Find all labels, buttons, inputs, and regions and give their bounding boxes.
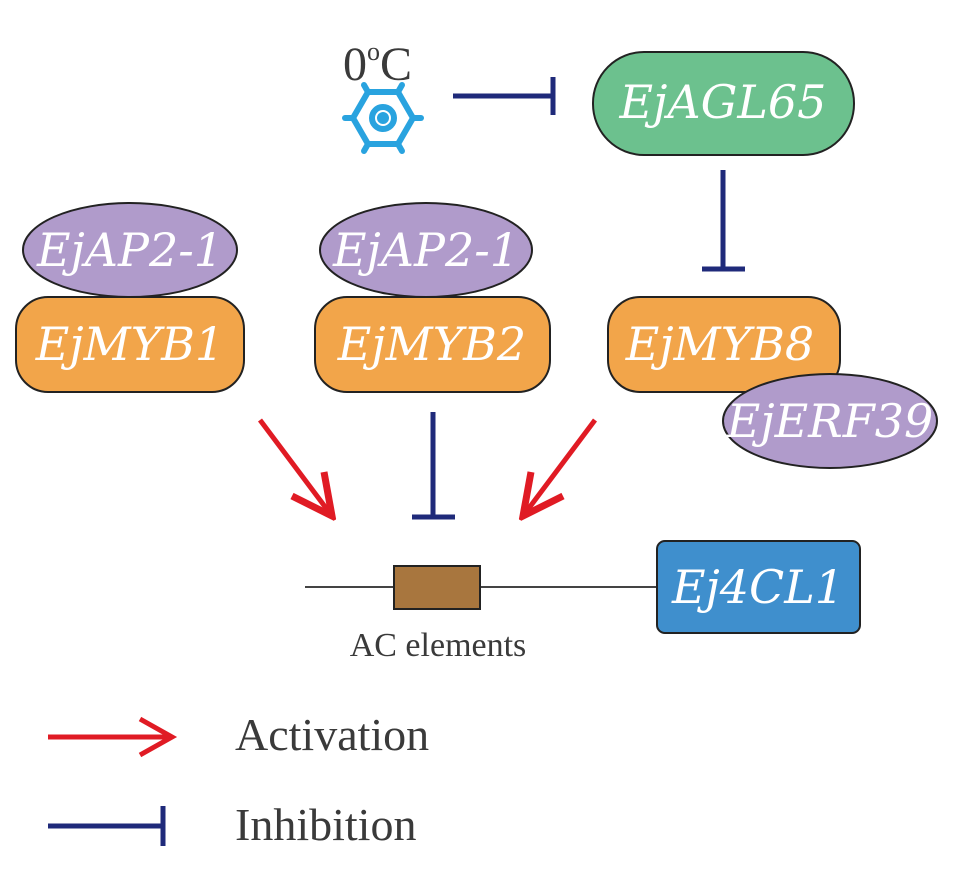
node-ap2-mid: EjAP2-1 [319,202,533,298]
inhibition-cold-agl65 [453,77,556,115]
node-agl65: EjAGL65 [592,51,855,156]
node-erf39-label: EjERF39 [726,394,934,448]
legend-inhibition-label: Inhibition [235,799,416,850]
node-myb8: EjMYB8 [607,296,841,393]
inhibition-myb2-promoter [412,412,455,520]
snowflake-icon [342,82,424,154]
node-target-gene-label: Ej4CL1 [671,560,844,614]
temperature-unit: C [380,38,412,91]
node-myb1: EjMYB1 [15,296,245,393]
node-myb2: EjMYB2 [314,296,551,393]
node-ap2-left: EjAP2-1 [22,202,238,298]
ac-elements-label: AC elements [350,627,527,664]
node-myb1-label: EjMYB1 [35,317,224,371]
ac-element-box [393,565,481,610]
node-myb8-label: EjMYB8 [625,317,814,371]
legend-activation-arrowhead [138,716,178,758]
legend: Activation Inhibition [48,709,429,850]
inhibition-agl65-myb8 [702,170,745,272]
node-ap2-left-label: EjAP2-1 [36,223,223,277]
legend-activation-label: Activation [235,709,429,760]
activation-myb1-promoter [258,418,332,516]
node-myb2-label: EjMYB2 [337,317,526,371]
node-agl65-label: EjAGL65 [619,75,827,129]
node-erf39: EjERF39 [722,373,938,469]
node-ap2-mid-label: EjAP2-1 [332,223,519,277]
node-target-gene: Ej4CL1 [656,540,861,634]
activation-myb8-promoter [523,418,597,516]
temperature-label: 0oC [343,37,412,91]
temperature-degree: o [367,37,380,66]
temperature-value: 0 [343,38,367,91]
